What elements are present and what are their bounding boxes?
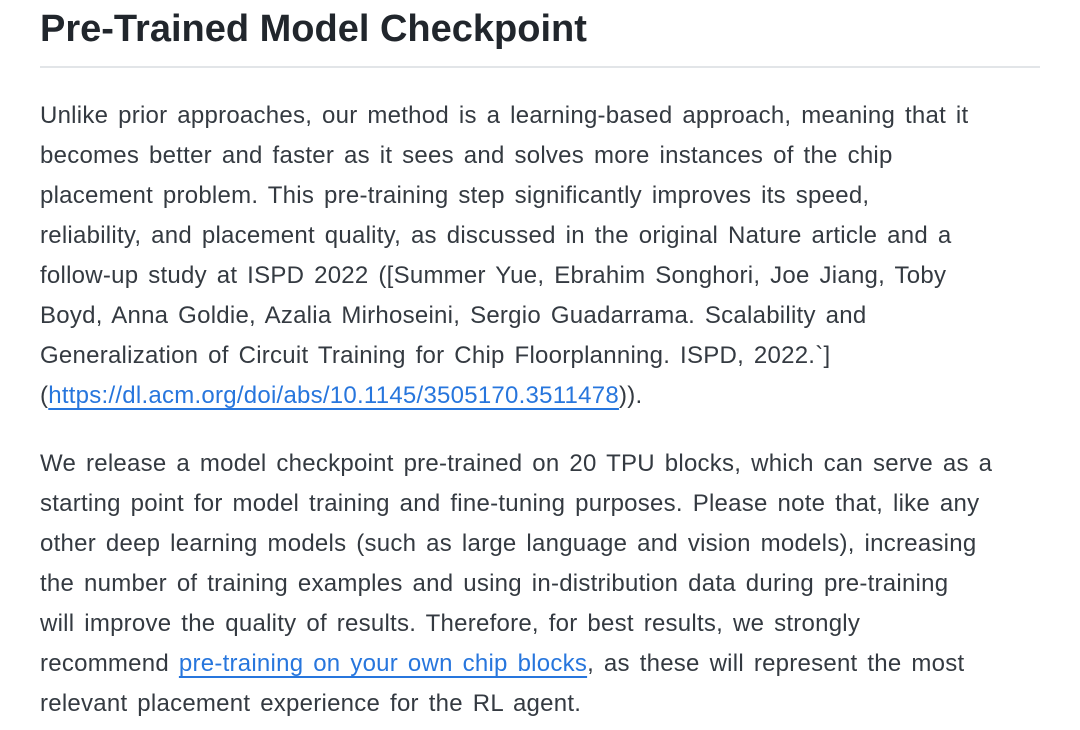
paragraph-intro: Unlike prior approaches, our method is a… <box>40 96 1040 416</box>
paragraph-checkpoint: We release a model checkpoint pre-traine… <box>40 444 1040 724</box>
text-line: We release a model checkpoint pre-traine… <box>40 450 993 477</box>
text-line: other deep learning models (such as larg… <box>40 530 977 557</box>
acm-doi-link[interactable]: https://dl.acm.org/doi/abs/10.1145/35051… <box>48 382 619 409</box>
pretraining-link[interactable]: pre-training on your own chip blocks <box>178 650 588 677</box>
text-line: the number of training examples and usin… <box>40 570 949 597</box>
text-segment: )). <box>618 382 643 409</box>
text-line: Boyd, Anna Goldie, Azalia Mirhoseini, Se… <box>40 302 867 329</box>
text-line: Generalization of Circuit Training for C… <box>40 342 831 369</box>
text-line: Unlike prior approaches, our method is a… <box>40 102 969 129</box>
text-line: relevant placement experience for the RL… <box>40 690 582 717</box>
pretraining-link-line: recommend pre-training on your own chip … <box>40 644 1040 684</box>
text-line: placement problem. This pre-training ste… <box>40 182 870 209</box>
text-line: follow-up study at ISPD 2022 ([Summer Yu… <box>40 262 947 289</box>
text-line: will improve the quality of results. The… <box>40 610 861 637</box>
text-line: becomes better and faster as it sees and… <box>40 142 893 169</box>
text-segment: ( <box>40 382 49 409</box>
text-line: reliability, and placement quality, as d… <box>40 222 952 249</box>
text-line: starting point for model training and fi… <box>40 490 980 517</box>
citation-link-line: (https://dl.acm.org/doi/abs/10.1145/3505… <box>40 376 1040 416</box>
text-segment: , as these will represent the most <box>587 650 965 677</box>
text-segment: recommend <box>40 650 179 677</box>
page-title: Pre-Trained Model Checkpoint <box>40 6 1040 68</box>
